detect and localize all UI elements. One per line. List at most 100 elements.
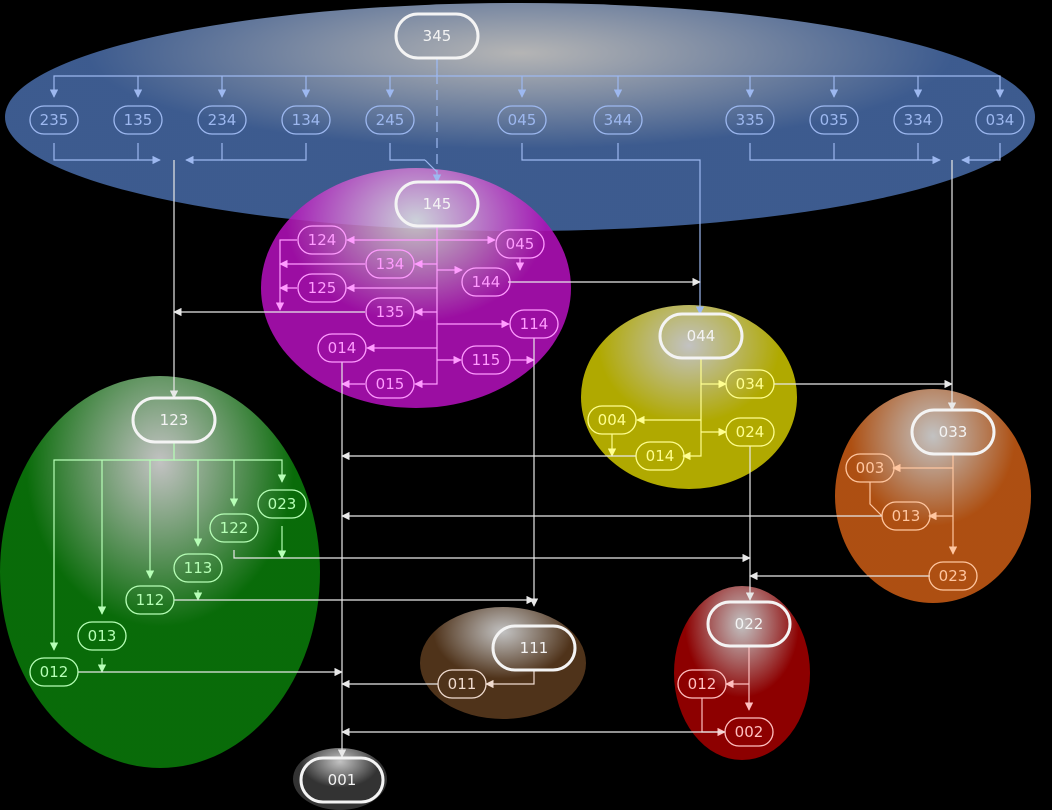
node-shape bbox=[29, 657, 79, 687]
node-shape bbox=[635, 441, 685, 471]
node-shape bbox=[845, 453, 895, 483]
edge bbox=[749, 143, 941, 165]
node-shape bbox=[706, 600, 792, 648]
node-label: 034 bbox=[986, 111, 1015, 129]
node-014[interactable]: 014 bbox=[317, 333, 367, 363]
node-label: 135 bbox=[124, 111, 153, 129]
node-label: 334 bbox=[904, 111, 933, 129]
node-shape bbox=[365, 249, 415, 279]
node-label: 135 bbox=[376, 303, 405, 321]
cluster-blue bbox=[5, 3, 1035, 231]
node-024[interactable]: 024 bbox=[725, 417, 775, 447]
node-shape bbox=[365, 369, 415, 399]
node-shape bbox=[365, 297, 415, 327]
node-234[interactable]: 234 bbox=[197, 105, 247, 135]
node-134[interactable]: 134 bbox=[365, 249, 415, 279]
node-shape bbox=[509, 309, 559, 339]
edge bbox=[414, 226, 438, 389]
cluster-green bbox=[0, 376, 320, 768]
node-245[interactable]: 245 bbox=[365, 105, 415, 135]
node-label: 014 bbox=[646, 447, 675, 465]
node-shape bbox=[437, 669, 487, 699]
node-345[interactable]: 345 bbox=[394, 12, 480, 60]
node-label: 002 bbox=[735, 723, 764, 741]
node-shape bbox=[809, 105, 859, 135]
edge bbox=[521, 143, 705, 315]
node-001[interactable]: 001 bbox=[299, 756, 385, 804]
edge bbox=[49, 442, 175, 651]
node-label: 145 bbox=[423, 195, 452, 213]
node-111[interactable]: 111 bbox=[491, 624, 577, 672]
node-label: 024 bbox=[736, 423, 765, 441]
node-label: 134 bbox=[292, 111, 321, 129]
node-122[interactable]: 122 bbox=[209, 513, 259, 543]
node-334[interactable]: 334 bbox=[893, 105, 943, 135]
node-shape bbox=[197, 105, 247, 135]
node-label: 022 bbox=[735, 615, 764, 633]
node-114[interactable]: 114 bbox=[509, 309, 559, 339]
node-002[interactable]: 002 bbox=[724, 717, 774, 747]
node-023[interactable]: 023 bbox=[257, 489, 307, 519]
node-label: 235 bbox=[40, 111, 69, 129]
node-014[interactable]: 014 bbox=[635, 441, 685, 471]
node-113[interactable]: 113 bbox=[173, 553, 223, 583]
node-144[interactable]: 144 bbox=[461, 267, 511, 297]
node-label: 003 bbox=[856, 459, 885, 477]
node-045[interactable]: 045 bbox=[495, 229, 545, 259]
node-013[interactable]: 013 bbox=[77, 621, 127, 651]
node-015[interactable]: 015 bbox=[365, 369, 415, 399]
node-label: 035 bbox=[820, 111, 849, 129]
node-label: 113 bbox=[184, 559, 213, 577]
node-011[interactable]: 011 bbox=[437, 669, 487, 699]
node-125[interactable]: 125 bbox=[297, 273, 347, 303]
node-034[interactable]: 034 bbox=[725, 369, 775, 399]
node-012[interactable]: 012 bbox=[677, 669, 727, 699]
cluster-brown bbox=[420, 607, 586, 719]
node-label: 124 bbox=[308, 231, 337, 249]
node-shape bbox=[297, 273, 347, 303]
cluster-gray bbox=[293, 748, 387, 810]
node-112[interactable]: 112 bbox=[125, 585, 175, 615]
node-shape bbox=[593, 105, 643, 135]
node-shape bbox=[928, 561, 978, 591]
node-label: 015 bbox=[376, 375, 405, 393]
node-135[interactable]: 135 bbox=[365, 297, 415, 327]
node-344[interactable]: 344 bbox=[593, 105, 643, 135]
node-115[interactable]: 115 bbox=[461, 345, 511, 375]
cluster-orange bbox=[835, 389, 1031, 603]
node-label: 045 bbox=[508, 111, 537, 129]
node-shape bbox=[461, 345, 511, 375]
node-035[interactable]: 035 bbox=[809, 105, 859, 135]
node-012[interactable]: 012 bbox=[29, 657, 79, 687]
edge bbox=[424, 159, 438, 173]
node-044[interactable]: 044 bbox=[658, 312, 744, 360]
node-label: 134 bbox=[376, 255, 405, 273]
node-shape bbox=[677, 669, 727, 699]
node-145[interactable]: 145 bbox=[394, 180, 480, 228]
node-123[interactable]: 123 bbox=[131, 396, 217, 444]
node-135[interactable]: 135 bbox=[113, 105, 163, 135]
node-235[interactable]: 235 bbox=[29, 105, 79, 135]
node-023[interactable]: 023 bbox=[928, 561, 978, 591]
node-label: 033 bbox=[939, 423, 968, 441]
node-034[interactable]: 034 bbox=[975, 105, 1025, 135]
node-124[interactable]: 124 bbox=[297, 225, 347, 255]
edge bbox=[53, 143, 161, 165]
node-335[interactable]: 335 bbox=[725, 105, 775, 135]
edge bbox=[961, 143, 1001, 165]
node-022[interactable]: 022 bbox=[706, 600, 792, 648]
node-shape bbox=[125, 585, 175, 615]
edge bbox=[174, 459, 287, 483]
node-shape bbox=[29, 105, 79, 135]
node-134[interactable]: 134 bbox=[281, 105, 331, 135]
node-shape bbox=[725, 417, 775, 447]
node-003[interactable]: 003 bbox=[845, 453, 895, 483]
node-013[interactable]: 013 bbox=[881, 501, 931, 531]
edge bbox=[869, 482, 883, 517]
node-shape bbox=[113, 105, 163, 135]
node-033[interactable]: 033 bbox=[910, 408, 996, 456]
node-004[interactable]: 004 bbox=[587, 405, 637, 435]
node-label: 012 bbox=[40, 663, 69, 681]
node-045[interactable]: 045 bbox=[497, 105, 547, 135]
node-label: 144 bbox=[472, 273, 501, 291]
